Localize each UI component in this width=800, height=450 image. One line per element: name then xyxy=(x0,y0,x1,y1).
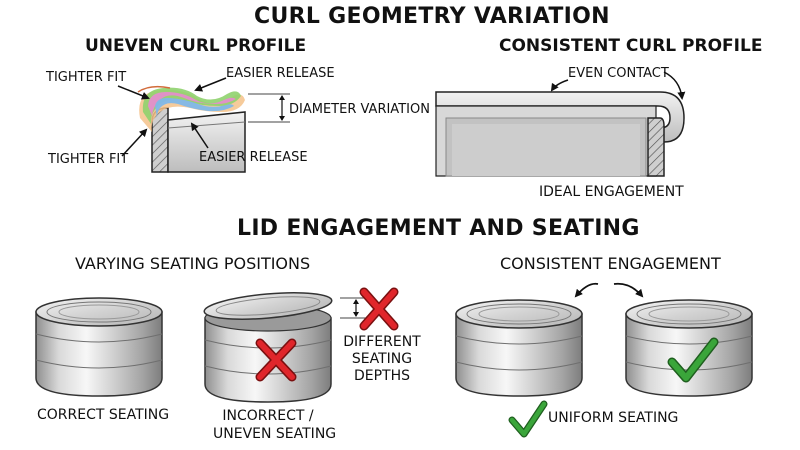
error-x-mark-on-can xyxy=(255,338,297,382)
comparison-arrows xyxy=(574,282,644,298)
can-incorrect-seating xyxy=(203,292,333,403)
can-consistent-right xyxy=(625,299,753,397)
label-correct-seating: CORRECT SEATING xyxy=(37,407,170,423)
label-incorrect-line2: UNEVEN SEATING xyxy=(213,426,337,442)
label-easier-release-bottom: EASIER RELEASE xyxy=(199,150,308,165)
checkmark-icon-on-can xyxy=(667,337,719,383)
consistent-curl-illustration xyxy=(435,71,686,177)
label-different-seating-depths: DIFFERENT SEATING DEPTHS xyxy=(342,334,422,385)
lid-section-title: LID ENGAGEMENT AND SEATING xyxy=(237,216,640,241)
label-uniform-seating: UNIFORM SEATING xyxy=(548,410,679,426)
label-different-line1: DIFFERENT xyxy=(343,334,421,350)
can-consistent-left xyxy=(455,299,583,397)
label-tighter-fit-bottom: TIGHTER FIT xyxy=(48,152,129,167)
label-incorrect-line1: INCORRECT / xyxy=(222,408,314,424)
checkmark-icon-uniform xyxy=(508,400,548,438)
uneven-curl-title: UNEVEN CURL PROFILE xyxy=(85,36,307,56)
label-diameter-variation: DIAMETER VARIATION xyxy=(289,102,430,117)
error-x-mark-depth xyxy=(359,287,399,331)
label-incorrect-seating: INCORRECT / UNEVEN SEATING xyxy=(213,407,337,443)
seating-depth-indicator xyxy=(340,297,366,319)
varying-seating-title: VARYING SEATING POSITIONS xyxy=(75,254,311,273)
can-correct-seating xyxy=(35,297,163,397)
label-easier-release-top: EASIER RELEASE xyxy=(226,66,335,81)
consistent-engagement-title: CONSISTENT ENGAGEMENT xyxy=(500,254,721,273)
label-different-line2: SEATING xyxy=(351,351,413,367)
consistent-curl-title: CONSISTENT CURL PROFILE xyxy=(499,36,763,56)
label-even-contact: EVEN CONTACT xyxy=(568,66,669,81)
uneven-curl-illustration xyxy=(117,77,290,173)
label-different-line3: DEPTHS xyxy=(353,368,411,384)
label-ideal-engagement: IDEAL ENGAGEMENT xyxy=(539,184,684,200)
label-tighter-fit-top: TIGHTER FIT xyxy=(46,70,127,85)
curl-section-title: CURL GEOMETRY VARIATION xyxy=(254,4,610,29)
